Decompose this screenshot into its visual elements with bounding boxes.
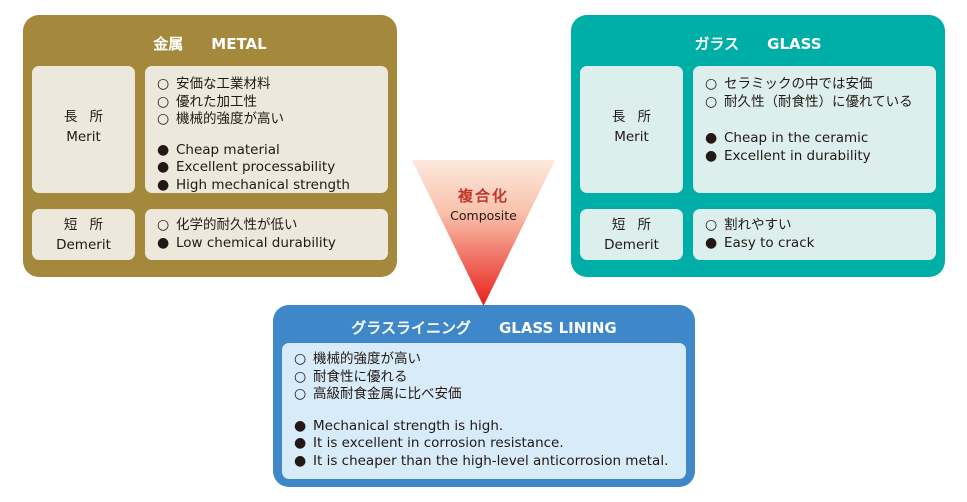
filled-circle-icon: ● xyxy=(294,452,307,469)
list-item: ○耐久性（耐食性）に優れている xyxy=(705,93,913,110)
metal-demerit-label-jp: 短所 xyxy=(63,217,116,233)
list-item: ○耐食性に優れる xyxy=(294,368,408,385)
list-item: ●Excellent processability xyxy=(157,159,336,175)
composite-arrow-icon xyxy=(412,160,555,306)
open-circle-icon: ○ xyxy=(294,386,307,402)
list-item: ○安価な工業材料 xyxy=(157,76,271,92)
composite-label-jp: 複合化 xyxy=(457,187,509,205)
list-item: ○高級耐食金属に比べ安価 xyxy=(294,386,462,402)
metal-merit-label-en: Merit xyxy=(66,129,101,145)
metal-title: 金属 METAL xyxy=(23,33,397,54)
glass-lining-title-en: GLASS LINING xyxy=(498,319,617,337)
metal-merit-label: 長所 Merit xyxy=(32,66,135,193)
glass-lining-title: グラスライニング GLASS LINING xyxy=(273,317,695,338)
list-item: ○セラミックの中では安価 xyxy=(705,76,873,92)
metal-title-jp: 金属 xyxy=(153,35,184,53)
composite-label-en: Composite xyxy=(450,208,517,223)
open-circle-icon: ○ xyxy=(294,368,307,385)
glass-lining-panel: グラスライニング GLASS LINING ○機械的強度が高い ○耐食性に優れる … xyxy=(273,305,695,487)
open-circle-icon: ○ xyxy=(157,111,170,127)
open-circle-icon: ○ xyxy=(705,93,718,110)
metal-demerit-label-en: Demerit xyxy=(56,237,111,253)
open-circle-icon: ○ xyxy=(705,76,718,92)
filled-circle-icon: ● xyxy=(294,435,307,451)
list-item: ●Low chemical durability xyxy=(157,234,336,251)
glass-merit-label-jp: 長所 xyxy=(611,109,664,125)
glass-demerit-label-en: Demerit xyxy=(604,237,659,253)
glass-demerit-label-jp: 短所 xyxy=(611,217,664,233)
filled-circle-icon: ● xyxy=(157,159,170,175)
list-item: ●Mechanical strength is high. xyxy=(294,417,504,434)
glass-lining-list: ○機械的強度が高い ○耐食性に優れる ○高級耐食金属に比べ安価 ●Mechani… xyxy=(282,343,686,479)
open-circle-icon: ○ xyxy=(157,217,170,233)
list-item: ○優れた加工性 xyxy=(157,93,257,110)
metal-demerit-list: ○化学的耐久性が低い ●Low chemical durability xyxy=(145,209,388,260)
glass-lining-title-jp: グラスライニング xyxy=(351,319,471,337)
glass-merit-label: 長所 Merit xyxy=(580,66,683,193)
list-item: ●Cheap material xyxy=(157,141,280,158)
glass-title-en: GLASS xyxy=(767,35,822,53)
glass-title-jp: ガラス xyxy=(694,35,740,53)
list-item: ○機械的強度が高い xyxy=(157,111,284,127)
open-circle-icon: ○ xyxy=(294,351,307,367)
list-item: ●High mechanical strength xyxy=(157,176,350,193)
filled-circle-icon: ● xyxy=(157,176,170,193)
list-item: ●Cheap in the ceramic xyxy=(705,130,869,146)
metal-demerit-label: 短所 Demerit xyxy=(32,209,135,260)
list-item: ●It is excellent in corrosion resistance… xyxy=(294,435,564,451)
list-item: ●Easy to crack xyxy=(705,234,815,251)
metal-merit-list: ○安価な工業材料 ○優れた加工性 ○機械的強度が高い ●Cheap materi… xyxy=(145,66,388,193)
list-item: ○化学的耐久性が低い xyxy=(157,217,298,233)
filled-circle-icon: ● xyxy=(157,234,170,251)
filled-circle-icon: ● xyxy=(705,234,718,251)
filled-circle-icon: ● xyxy=(294,417,307,434)
list-item: ○割れやすい xyxy=(705,217,792,233)
list-item: ●Excellent in durability xyxy=(705,147,871,164)
filled-circle-icon: ● xyxy=(157,141,170,158)
glass-merit-label-en: Merit xyxy=(614,129,649,145)
list-item: ●It is cheaper than the high-level antic… xyxy=(294,452,669,469)
metal-merit-label-jp: 長所 xyxy=(63,109,116,125)
open-circle-icon: ○ xyxy=(705,217,718,233)
list-item: ○機械的強度が高い xyxy=(294,351,421,367)
filled-circle-icon: ● xyxy=(705,130,718,146)
glass-panel: ガラス GLASS 長所 Merit ○セラミックの中では安価 ○耐久性（耐食性）… xyxy=(571,15,945,277)
glass-merit-list: ○セラミックの中では安価 ○耐久性（耐食性）に優れている ●Cheap in t… xyxy=(693,66,936,193)
glass-demerit-list: ○割れやすい ●Easy to crack xyxy=(693,209,936,260)
glass-title: ガラス GLASS xyxy=(571,33,945,54)
glass-demerit-label: 短所 Demerit xyxy=(580,209,683,260)
metal-title-en: METAL xyxy=(211,35,267,53)
metal-panel: 金属 METAL 長所 Merit ○安価な工業材料 ○優れた加工性 ○機械的強度… xyxy=(23,15,397,277)
filled-circle-icon: ● xyxy=(705,147,718,164)
open-circle-icon: ○ xyxy=(157,76,170,92)
open-circle-icon: ○ xyxy=(157,93,170,110)
